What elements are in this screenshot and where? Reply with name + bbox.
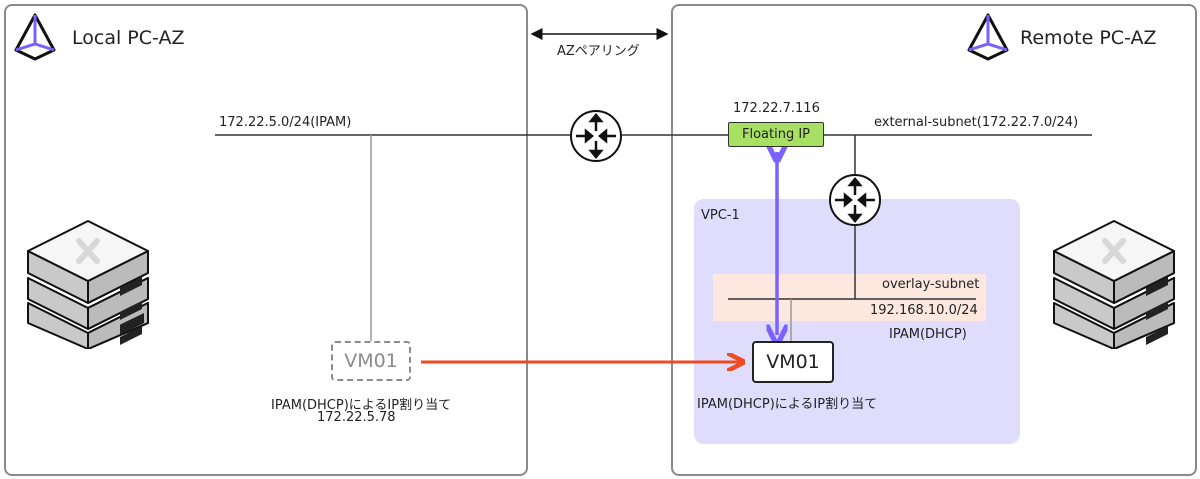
remote-vm-ip-assignment: IPAM(DHCP)によるIP割り当て xyxy=(697,397,878,412)
local-vm-ip: 172.22.5.78 xyxy=(317,410,396,425)
local-vm-ip-assignment: IPAM(DHCP)によるIP割り当て xyxy=(271,398,452,413)
vpc-name: VPC-1 xyxy=(701,208,740,223)
floating-ip-address: 172.22.7.116 xyxy=(733,101,820,116)
floating-ip-badge[interactable]: Floating IP xyxy=(728,122,824,147)
server-cluster-icon xyxy=(27,220,149,349)
local-subnet-label: 172.22.5.0/24(IPAM) xyxy=(219,115,352,130)
prism-logo-icon xyxy=(14,13,56,61)
server-cluster-icon xyxy=(1053,220,1175,349)
prism-logo-icon xyxy=(967,13,1009,61)
external-subnet-label: external-subnet(172.22.7.0/24) xyxy=(874,115,1079,130)
local-vm-ghost[interactable]: VM01 xyxy=(331,341,411,381)
vpc-region xyxy=(694,199,1020,444)
router-icon xyxy=(829,174,881,226)
overlay-subnet-name: overlay-subnet xyxy=(882,277,980,292)
overlay-subnet-cidr: 192.168.10.0/24 xyxy=(870,303,978,318)
local-az-title: Local PC-AZ xyxy=(72,27,185,49)
remote-vm[interactable]: VM01 xyxy=(752,341,834,383)
peering-label: AZペアリング xyxy=(557,44,640,59)
ipam-label: IPAM(DHCP) xyxy=(889,327,967,342)
router-icon xyxy=(570,110,622,162)
overlay-subnet-region xyxy=(713,274,986,321)
remote-az-title: Remote PC-AZ xyxy=(1020,27,1157,49)
